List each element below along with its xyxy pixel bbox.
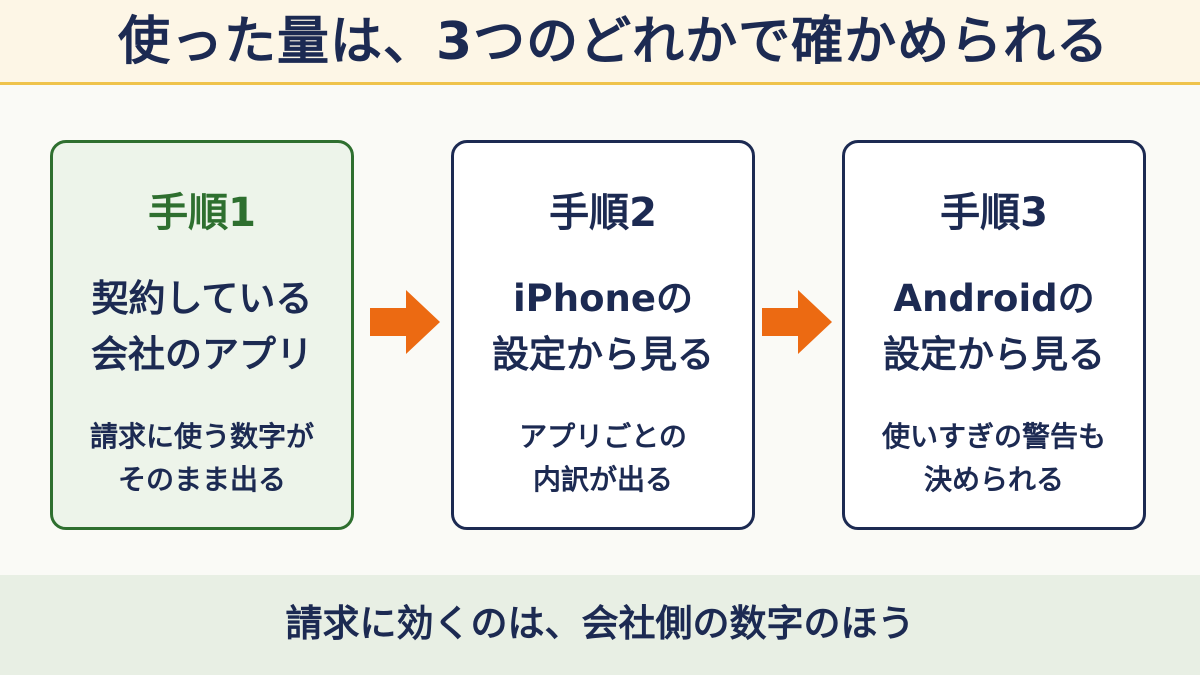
step-card-1: 手順1 契約している 会社のアプリ 請求に使う数字が そのまま出る [50,140,354,530]
step-title-line: 会社のアプリ [91,333,313,376]
step-description: 請求に使う数字が そのまま出る [53,415,351,501]
step-description: アプリごとの 内訳が出る [454,415,752,501]
step-title-line: 契約している [91,277,313,320]
step-description-line: アプリごとの [519,420,687,453]
step-title-line: Androidの [893,277,1095,320]
step-title-line: 設定から見る [492,333,714,376]
right-arrow-icon [762,290,832,354]
step-title: 契約している 会社のアプリ [53,271,351,383]
footer-summary: 請求に効くのは、会社側の数字のほう [285,602,915,645]
footer-banner: 請求に効くのは、会社側の数字のほう [0,575,1200,675]
header: 使った量は、3つのどれかで確かめられる [0,0,1200,85]
step-label: 手順1 [148,190,256,236]
right-arrow-shape [762,290,832,354]
step-title-line: iPhoneの [513,277,693,320]
step-description-line: 使いすぎの警告も [881,420,1106,453]
steps-row: 手順1 契約している 会社のアプリ 請求に使う数字が そのまま出る 手順2 iP… [50,140,1146,530]
page-title: 使った量は、3つのどれかで確かめられる [118,12,1110,72]
step-label: 手順2 [549,190,657,236]
step-card-2: 手順2 iPhoneの 設定から見る アプリごとの 内訳が出る [451,140,755,530]
step-description-line: 内訳が出る [532,463,673,496]
step-description-line: そのまま出る [117,463,286,496]
right-arrow-icon [370,290,440,354]
step-description-line: 決められる [923,463,1064,496]
step-card-3: 手順3 Androidの 設定から見る 使いすぎの警告も 決められる [842,140,1146,530]
right-arrow-shape [370,290,440,354]
step-description-line: 請求に使う数字が [89,420,314,453]
step-description: 使いすぎの警告も 決められる [845,415,1143,501]
step-title: iPhoneの 設定から見る [454,271,752,383]
step-title: Androidの 設定から見る [845,271,1143,383]
step-label: 手順3 [940,190,1048,236]
step-title-line: 設定から見る [883,333,1105,376]
